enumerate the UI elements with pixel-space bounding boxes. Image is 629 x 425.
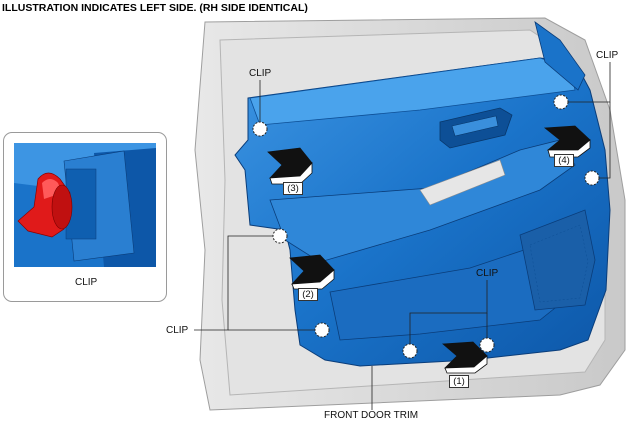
clip-label-top-left: CLIP [249, 68, 272, 79]
clip-label-left: CLIP [166, 325, 189, 336]
window-switch-cutout [419, 159, 506, 206]
clip-markers [252, 94, 600, 359]
clip-label-bottom-center: CLIP [476, 268, 499, 279]
speaker-grille [519, 209, 596, 311]
step-label-2: (2) [298, 288, 318, 301]
clip-marker-bottom-left [402, 343, 418, 359]
arrow-step-1 [441, 341, 488, 374]
door-handle [451, 115, 499, 137]
step-label-1: (1) [449, 375, 469, 388]
arrow-step-2 [289, 254, 335, 290]
clip-marker-top-left [252, 121, 268, 137]
leader-lines [194, 62, 611, 410]
clip-marker-right [584, 170, 600, 186]
clip-marker-left-lower [314, 322, 330, 338]
arrow-step-3 [267, 147, 313, 185]
front-door-trim-label: FRONT DOOR TRIM [324, 410, 419, 421]
clip-marker-bottom-right [479, 337, 495, 353]
clip-detail-illustration [14, 143, 156, 267]
clip-marker-left-upper [272, 228, 288, 244]
arrow-step-4 [543, 125, 591, 158]
red-clip-icon [17, 172, 73, 238]
step-label-4: (4) [554, 154, 574, 167]
clip-detail-inset [3, 132, 167, 302]
clip-label-top-right: CLIP [596, 50, 619, 61]
clip-marker-top-right [553, 94, 569, 110]
page-title: ILLUSTRATION INDICATES LEFT SIDE. (RH SI… [2, 2, 308, 14]
speaker-mesh [529, 224, 589, 303]
step-label-3: (3) [283, 182, 303, 195]
inset-caption: CLIP [75, 277, 98, 288]
mirror-corner-piece [534, 21, 586, 91]
